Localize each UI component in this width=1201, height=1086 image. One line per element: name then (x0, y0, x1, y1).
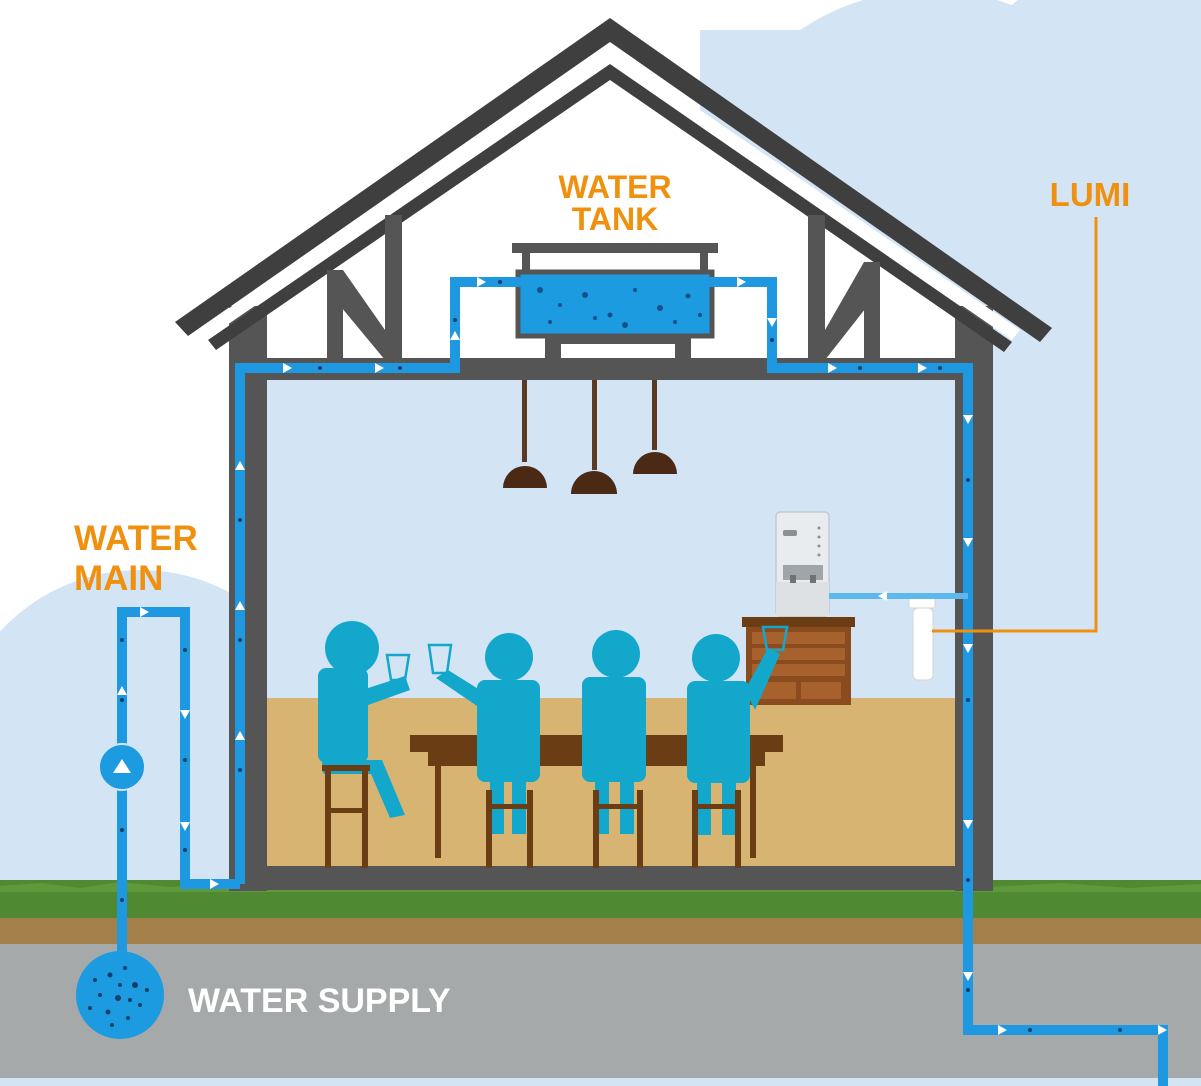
flow-arrows (117, 277, 1167, 1035)
lamp-1 (503, 466, 547, 488)
soil-strip (0, 918, 1201, 946)
water-dispenser-icon (775, 511, 830, 617)
up-arrow-icon (98, 743, 146, 791)
lamp-3 (633, 452, 677, 474)
glass-1 (385, 653, 411, 682)
labels: WATER TANK LUMI WATER MAIN WATER SUPPLY (74, 169, 1130, 1020)
water-tank (512, 243, 718, 360)
ground (0, 880, 1201, 1086)
water-main-label-line2: MAIN (74, 559, 163, 598)
water-main-pipe (117, 607, 240, 955)
sideboard-cabinet (742, 617, 855, 705)
tank-body (515, 269, 715, 339)
underground-road (0, 944, 1201, 1086)
lamp-2 (571, 471, 617, 494)
filter-cartridge-icon (908, 597, 936, 681)
left-wall (229, 306, 267, 891)
water-droplets-icon (76, 951, 164, 1039)
ceiling-lamps (503, 380, 677, 494)
tank-lid (512, 243, 718, 253)
water-tank-label-line1: WATER (558, 169, 671, 205)
water-tank-label-line2: TANK (572, 201, 659, 237)
lumi-leader-line (932, 217, 1098, 633)
dining-scene (318, 621, 789, 868)
water-supply-label: WATER SUPPLY (188, 982, 451, 1020)
floor-slab (229, 866, 993, 890)
glass-4 (761, 625, 789, 652)
glass-2 (427, 643, 453, 675)
water-main-label-line1: WATER (74, 519, 198, 558)
attic-area (230, 55, 990, 375)
person-4 (687, 634, 780, 835)
person-2 (436, 633, 540, 834)
lumi-label: LUMI (1050, 176, 1131, 213)
person-3 (582, 630, 646, 834)
pipes (117, 277, 1168, 1086)
